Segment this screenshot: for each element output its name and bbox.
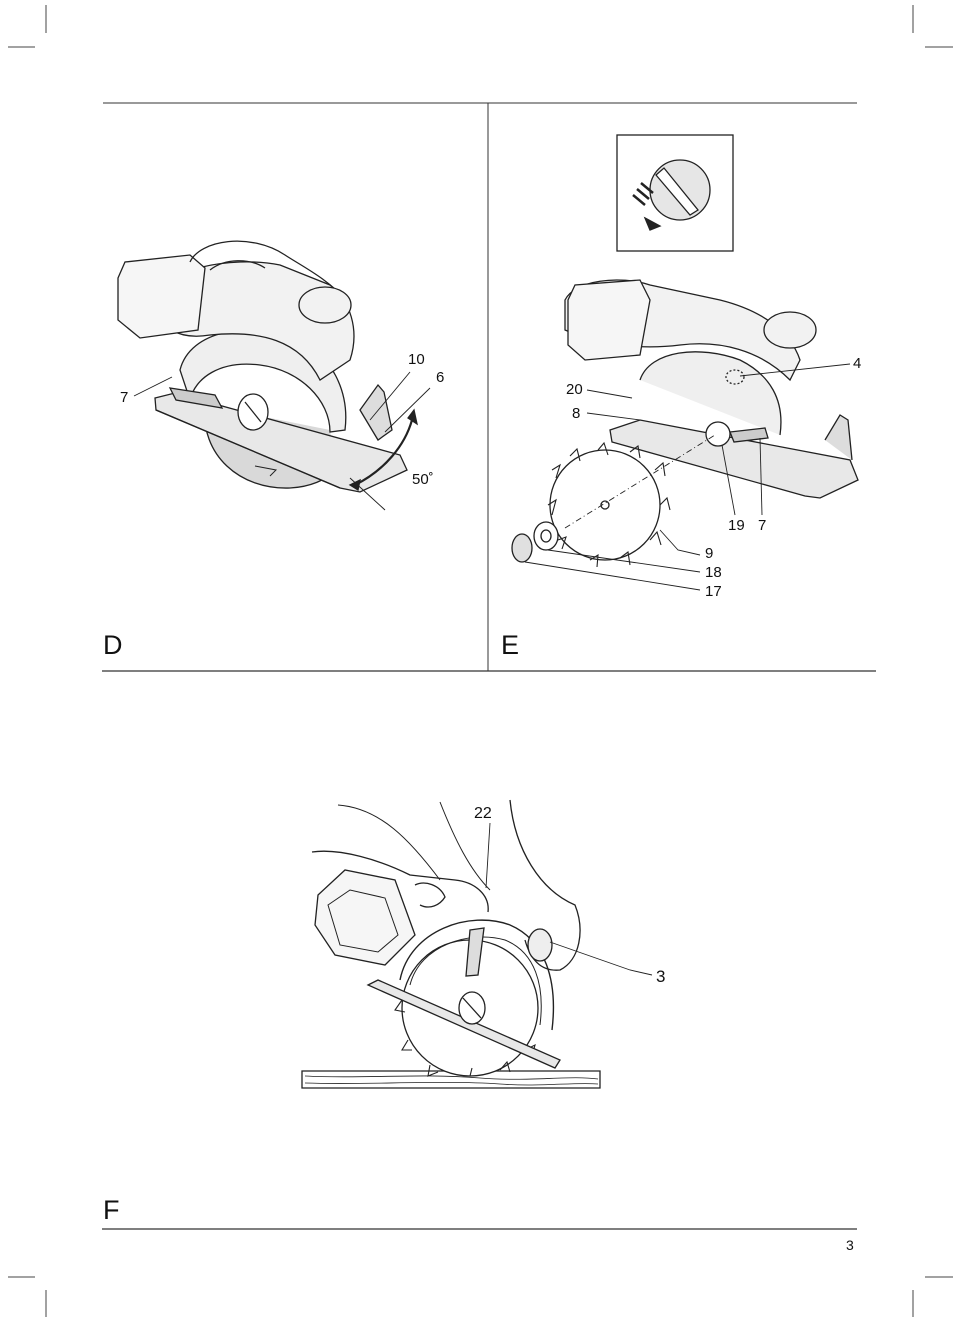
callout-e-4: 4	[853, 355, 862, 372]
callout-e-18: 18	[705, 564, 722, 581]
callout-e-9: 9	[705, 545, 714, 562]
base-plate	[366, 979, 561, 1069]
figure-d-label: D	[103, 630, 123, 660]
blade-guard	[639, 351, 782, 436]
callout-d-angle: 50˚	[412, 471, 434, 488]
angle-arc	[354, 419, 414, 486]
front-hand	[509, 799, 581, 971]
figure-e-label: E	[501, 630, 520, 660]
blade-teeth	[547, 441, 671, 568]
battery-pack	[117, 254, 206, 339]
callout-f-3: 3	[656, 967, 666, 986]
callout-e-7: 7	[758, 517, 767, 534]
callout-e-20: 20	[566, 381, 583, 398]
hidden-part-marker	[725, 369, 745, 385]
callout-d-7: 7	[120, 389, 129, 406]
lower-guard-lever	[465, 927, 485, 977]
base-plate	[609, 419, 859, 499]
arbor-spindle	[705, 421, 731, 447]
workpiece-board	[301, 1070, 601, 1089]
callout-f-22: 22	[474, 805, 492, 822]
front-knob	[527, 928, 553, 962]
rear-hand	[311, 850, 489, 913]
bevel-bracket	[824, 414, 853, 461]
callout-e-19: 19	[728, 517, 745, 534]
handle	[189, 240, 346, 301]
battery-pack	[314, 869, 416, 966]
front-knob	[298, 286, 352, 324]
callout-d-10: 10	[408, 351, 425, 368]
crop-marks	[8, 5, 953, 1317]
callout-e-8: 8	[572, 405, 581, 422]
bevel-lever	[168, 387, 224, 409]
inset-arrow-lines	[632, 182, 654, 206]
blade-guard	[399, 919, 555, 1031]
blade-teeth	[394, 999, 536, 1077]
callout-e-17: 17	[705, 583, 722, 600]
front-knob	[763, 311, 817, 349]
callout-d-6: 6	[436, 369, 445, 386]
inset-wrench	[655, 167, 699, 216]
blade-screw	[511, 533, 533, 563]
spindle-lock	[729, 427, 769, 443]
page-number: 3	[846, 1237, 854, 1253]
figure-f-label: F	[103, 1195, 120, 1225]
battery-pack	[567, 279, 651, 361]
